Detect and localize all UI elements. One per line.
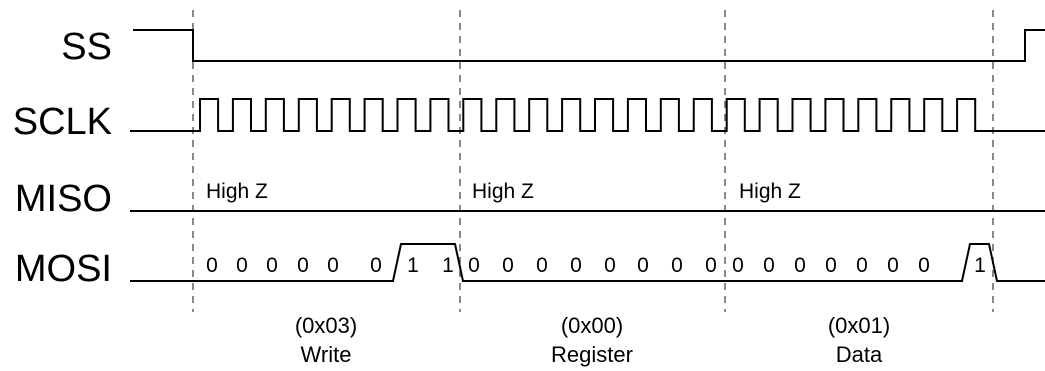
ss-waveform	[133, 29, 1045, 62]
mosi-bit: 0	[671, 254, 683, 277]
byte-caption-label: Write	[301, 342, 352, 367]
mosi-bits-byte-2: 0 0 0 0 0 0 0 0	[468, 254, 717, 277]
mosi-bit: 1	[974, 254, 986, 277]
miso-high-z-label: High Z	[206, 180, 268, 203]
mosi-bit: 0	[763, 254, 775, 277]
mosi-bit: 0	[297, 254, 309, 277]
mosi-bit: 0	[536, 254, 548, 277]
byte-caption-value: (0x03)	[295, 313, 357, 338]
byte-caption-value: (0x01)	[828, 313, 890, 338]
mosi-bit: 0	[502, 254, 514, 277]
mosi-bit: 0	[918, 254, 930, 277]
mosi-bit: 0	[604, 254, 616, 277]
mosi-bits-byte-3: 0 0 0 0 0 0 0 1	[732, 254, 986, 277]
mosi-bits-byte-1: 0 0 0 0 0 0 1 1	[206, 254, 454, 277]
mosi-bit: 0	[637, 254, 649, 277]
mosi-bit: 0	[794, 254, 806, 277]
mosi-bit: 0	[887, 254, 899, 277]
mosi-bit: 0	[570, 254, 582, 277]
mosi-bit: 0	[825, 254, 837, 277]
miso-high-z-label: High Z	[472, 180, 534, 203]
mosi-bit: 1	[442, 254, 454, 277]
mosi-bit: 1	[407, 254, 419, 277]
byte-caption-label: Data	[836, 342, 883, 367]
mosi-label: MOSI	[15, 248, 112, 290]
byte-caption-label: Register	[551, 342, 633, 367]
mosi-bit: 0	[206, 254, 218, 277]
sclk-label: SCLK	[13, 101, 112, 143]
mosi-bit: 0	[236, 254, 248, 277]
miso-high-z-label: High Z	[739, 180, 801, 203]
miso-label: MISO	[15, 178, 112, 220]
mosi-bit: 0	[856, 254, 868, 277]
mosi-waveform	[130, 243, 1045, 282]
mosi-bit: 0	[732, 254, 744, 277]
mosi-bit: 0	[705, 254, 717, 277]
mosi-bit: 0	[370, 254, 382, 277]
sclk-waveform	[130, 98, 1045, 132]
mosi-bit: 0	[266, 254, 278, 277]
ss-label: SS	[61, 26, 112, 68]
mosi-bit: 0	[468, 254, 480, 277]
mosi-bit: 0	[327, 254, 339, 277]
byte-caption-value: (0x00)	[561, 313, 623, 338]
